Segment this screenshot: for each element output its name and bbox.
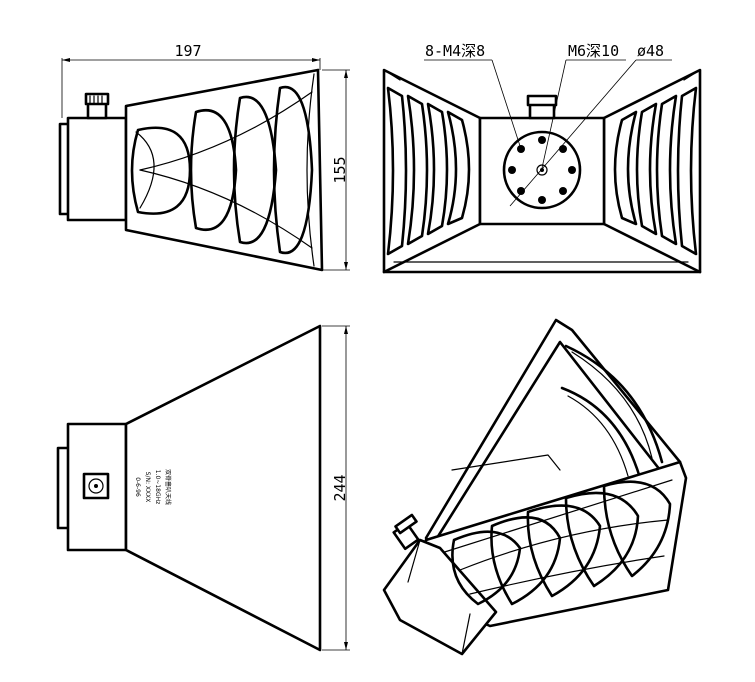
iso-inner-edge [451,454,561,471]
center-hole [536,164,548,176]
iso-ridge-3 [526,504,602,598]
right-ridge-4 [613,110,638,226]
left-horn-wing [382,68,482,274]
horn-shell [124,68,324,272]
leader-flange [509,59,637,207]
arrow-right [312,58,320,62]
iso-ridge-curve-upper [459,519,669,571]
inner-feed-curve [135,131,155,209]
right-ridge-1 [676,86,698,256]
left-ridge-4 [446,110,471,226]
iso-ridge-4 [564,491,640,588]
dim-label-197: 197 [174,42,201,60]
connector-round [88,478,104,494]
right-ridge-2 [655,94,678,246]
leader-center-hole [541,59,567,169]
ridge-4 [272,85,314,255]
ridge-curve-lower [139,169,313,249]
ridge-2 [189,109,238,231]
svg-text:0-6-96: 0-6-96 [134,477,141,497]
arrow-left [62,58,70,62]
label-plate: 双脊嗇叭天线 1.0~18GHz S/N: XXXX 0-6-96 [134,469,172,505]
dim-label-244: 244 [331,474,349,501]
feed-box [66,116,128,222]
iso-ridge-curve-lower [469,555,665,595]
svg-text:S/N: XXXX: S/N: XXXX [144,472,151,503]
iso-ridge-5 [602,480,672,578]
side-view: 197 155 [58,42,350,272]
left-ridge-1 [386,86,408,256]
connector-nut [84,92,110,106]
upper-ridge-2 [560,386,642,480]
dim-label-155: 155 [331,156,349,183]
top-connector-nut [526,94,558,107]
ridge-curve-upper [139,91,313,171]
horn-rim [306,73,315,267]
svg-text:双脊嗇叭天线: 双脊嗇叭天线 [164,469,172,505]
isometric-view [382,318,688,656]
left-ridge-3 [426,102,449,236]
svg-text:1.0~18GHz: 1.0~18GHz [154,470,161,505]
left-ridge-2 [406,94,429,246]
front-view: 8-M4深8 M6深10 ø48 [382,42,702,274]
iso-ridge-1 [451,530,522,606]
ridge-1 [130,126,192,215]
leader-mount-holes [491,59,522,150]
label-flange-dia: ø48 [637,42,664,60]
upper-ridge-1 [564,344,664,464]
label-center-hole: M6深10 [568,42,619,60]
top-view: 244 双脊嗇叭天线 1.0~18GHz S/N: XXXX 0-6-96 [56,324,350,652]
iso-connector-nut [394,513,418,535]
horn-shell-top [124,324,322,652]
right-horn-wing [602,68,702,274]
ridge-3 [232,95,278,245]
label-mount-holes: 8-M4深8 [425,42,485,60]
arrow-bottom [344,262,348,270]
right-ridge-3 [635,102,658,236]
arrow-top [344,70,348,78]
